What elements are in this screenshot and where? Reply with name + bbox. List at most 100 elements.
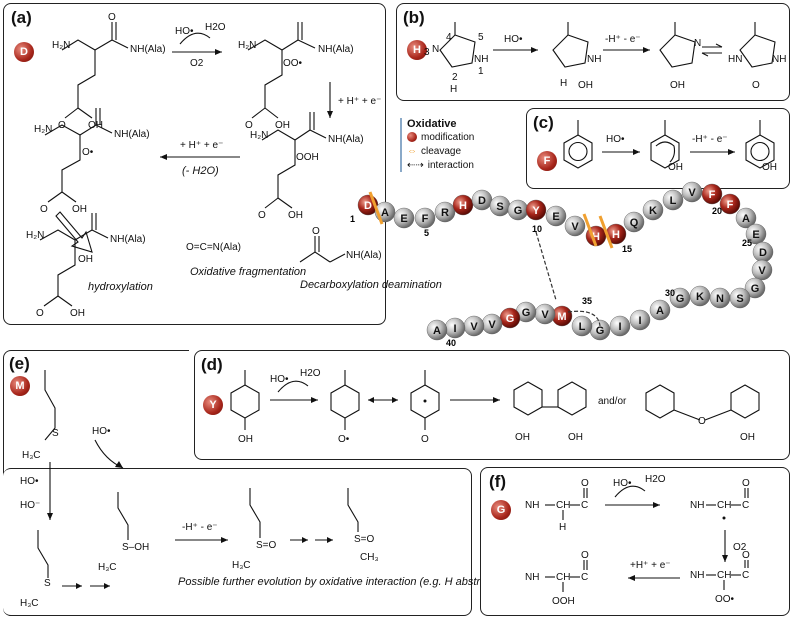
svg-text:4: 4 xyxy=(446,32,452,43)
svg-text:NH: NH xyxy=(525,500,539,511)
svg-text:HO•: HO• xyxy=(20,476,39,487)
residue-number: 30 xyxy=(665,288,675,298)
modification-sphere-icon xyxy=(407,132,417,142)
residue-letter-27: N xyxy=(716,293,724,305)
svg-text:OH: OH xyxy=(515,432,530,443)
residue-letter-20: F xyxy=(727,199,734,211)
peroxyl-structure xyxy=(247,22,316,119)
svg-text:OO•: OO• xyxy=(715,594,735,605)
residue-letter-5: R xyxy=(441,207,449,219)
svg-text:HO⁻: HO⁻ xyxy=(20,500,40,511)
svg-text:HN: HN xyxy=(728,54,742,65)
residue-bead-22 xyxy=(745,223,767,245)
residue-letter-33: G xyxy=(596,325,605,337)
alkoxyl-structure xyxy=(44,108,113,203)
svg-text:O: O xyxy=(312,226,320,237)
residue-badge-m: M xyxy=(10,376,30,396)
residue-letter-8: S xyxy=(496,201,503,213)
legend-modification: modification xyxy=(407,130,474,144)
svg-text:(- H2O): (- H2O) xyxy=(182,165,219,177)
svg-text:HO•: HO• xyxy=(504,34,523,45)
svg-text:O: O xyxy=(108,12,116,23)
svg-text:O: O xyxy=(421,434,429,445)
svg-text:5: 5 xyxy=(478,32,484,43)
residue-letter-32: I xyxy=(618,321,621,333)
svg-text:OH: OH xyxy=(275,120,290,131)
residue-letter-41: I xyxy=(453,323,456,335)
svg-text:NH: NH xyxy=(690,570,704,581)
svg-text:H₂N: H₂N xyxy=(52,40,70,51)
svg-text:HO•: HO• xyxy=(175,26,194,37)
svg-text:OH: OH xyxy=(568,432,583,443)
svg-text:hydroxylation: hydroxylation xyxy=(88,281,153,293)
svg-text:O2: O2 xyxy=(190,58,204,69)
imidazole-ring xyxy=(439,34,476,68)
svg-text:OH: OH xyxy=(578,80,593,91)
interaction-arrow-m35-g37 xyxy=(567,310,601,327)
legend-interaction: ⇠⇢ interaction xyxy=(407,159,474,171)
svg-text:OH: OH xyxy=(72,204,87,215)
svg-text:OO•: OO• xyxy=(283,58,303,69)
cleavage-arrow-3 xyxy=(598,215,614,249)
svg-text:+ H⁺ + e⁻: + H⁺ + e⁻ xyxy=(180,140,223,151)
residue-letter-12: V xyxy=(571,221,579,233)
svg-text:+H⁺ + e⁻: +H⁺ + e⁻ xyxy=(630,560,671,571)
residue-letter-10: Y xyxy=(532,205,540,217)
svg-text:S: S xyxy=(52,428,59,439)
svg-text:-H⁺ - e⁻: -H⁺ - e⁻ xyxy=(692,134,728,145)
svg-text:OH: OH xyxy=(670,80,685,91)
residue-letter-22: E xyxy=(752,229,759,241)
svg-text:H₂N: H₂N xyxy=(238,40,256,51)
residue-letter-38: G xyxy=(506,313,515,325)
svg-text:NH(Ala): NH(Ala) xyxy=(110,234,146,245)
svg-text:NH(Ala): NH(Ala) xyxy=(318,44,354,55)
residue-letter-15: Q xyxy=(630,217,639,229)
panel-c-label: (c) xyxy=(533,113,554,132)
residue-letter-28: K xyxy=(696,291,704,303)
residue-letter-4: F xyxy=(422,213,429,225)
svg-text:O2: O2 xyxy=(733,542,747,553)
cleavage-arrow-1 xyxy=(368,191,384,225)
svg-text:-H⁺ - e⁻: -H⁺ - e⁻ xyxy=(605,34,641,45)
residue-number: 10 xyxy=(532,224,542,234)
hydroxylation-product xyxy=(39,213,109,307)
svg-text:N: N xyxy=(432,44,439,55)
svg-text:NH: NH xyxy=(690,500,704,511)
residue-bead-30 xyxy=(649,299,671,321)
residue-letter-34: L xyxy=(579,321,586,333)
svg-text:O: O xyxy=(752,80,760,91)
residue-badge-f: F xyxy=(537,151,557,171)
svg-text:S–OH: S–OH xyxy=(122,542,149,553)
residue-letter-37: G xyxy=(522,307,531,319)
svg-text:O: O xyxy=(258,210,266,221)
svg-text:H₂N: H₂N xyxy=(250,130,268,141)
svg-text:H₃C: H₃C xyxy=(20,598,39,609)
residue-letter-26: S xyxy=(736,293,743,305)
residue-letter-19: F xyxy=(709,189,716,201)
svg-text:and/or: and/or xyxy=(598,396,627,407)
svg-text:3: 3 xyxy=(424,47,430,58)
svg-text:H2O: H2O xyxy=(645,474,666,485)
residue-number: 20 xyxy=(712,206,722,216)
svg-text:C: C xyxy=(581,572,588,583)
residue-letter-14: H xyxy=(612,229,620,241)
residue-bead-6 xyxy=(452,194,474,216)
residue-letter-9: G xyxy=(514,205,523,217)
svg-text:O•: O• xyxy=(82,147,94,158)
svg-text:OH: OH xyxy=(740,432,755,443)
svg-text:OH: OH xyxy=(238,434,253,445)
residue-number: 25 xyxy=(742,238,752,248)
residue-letter-31: I xyxy=(638,315,641,327)
svg-text:S=O: S=O xyxy=(354,534,375,545)
residue-letter-1: D xyxy=(364,200,372,212)
svg-text:OH: OH xyxy=(70,308,85,319)
svg-text:O: O xyxy=(245,120,253,131)
svg-text:NH: NH xyxy=(525,572,539,583)
residue-number: 40 xyxy=(446,338,456,348)
svg-text:Possible further evolution by: Possible further evolution by oxidative … xyxy=(178,576,513,588)
panel-b-label: (b) xyxy=(403,8,425,27)
svg-text:NH(Ala): NH(Ala) xyxy=(328,134,364,145)
